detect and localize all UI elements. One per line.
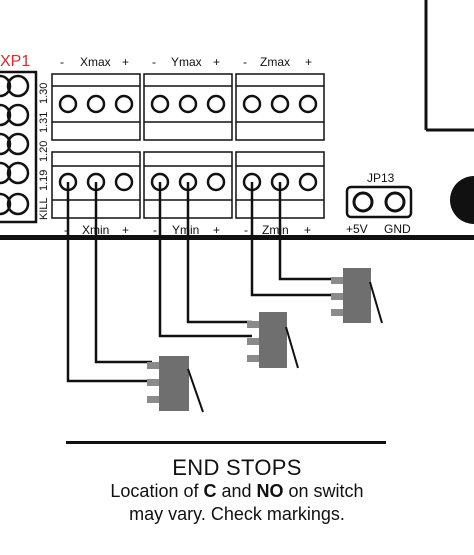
ymax-terminal-block: [143, 73, 233, 141]
min-labels: - Xmin + - Ymin + - Zmin +: [64, 223, 311, 237]
switch-pin: [247, 321, 259, 328]
switch-lever: [285, 326, 299, 369]
max-labels: - Xmax + - Ymax + - Zmax +: [60, 55, 312, 69]
zmin-wire-c: [250, 182, 336, 297]
ymin-endstop-switch: [247, 312, 299, 369]
xp1-pin-label: 1.30: [38, 83, 50, 104]
jp13-pin-gnd: GND: [384, 222, 411, 236]
xp1-connector: XP1 1.30 1.31 1.20 1.19 KILL: [0, 53, 50, 224]
switch-pin: [147, 362, 159, 369]
zmin-label: Zmin: [262, 223, 289, 237]
xp1-pin-label: 1.19: [38, 170, 50, 191]
xp1-pin-label: 1.20: [38, 141, 50, 162]
zmin-minus: -: [244, 223, 248, 237]
switch-body: [159, 356, 189, 411]
xp1-pin: [6, 74, 30, 98]
jp13-pin-5v: +5V: [346, 222, 368, 236]
ymin-minus: -: [153, 223, 157, 237]
xp1-pin-label: KILL: [38, 197, 50, 220]
xp1-pin: [0, 161, 12, 185]
xp1-pin: [0, 74, 12, 98]
wires: [66, 182, 336, 383]
caption-divider: [66, 441, 386, 444]
zmax-plus: +: [305, 55, 312, 69]
ymax-minus: -: [152, 55, 156, 69]
ymax-plus: +: [213, 55, 220, 69]
board-bottom-edge: [0, 235, 474, 240]
caption-title: END STOPS: [172, 455, 302, 480]
xmax-terminal-block: [51, 73, 141, 141]
xp1-pin: [0, 132, 12, 156]
ymin-label: Ymin: [172, 223, 199, 237]
jp13-label: JP13: [367, 171, 395, 185]
switch-pin: [147, 379, 159, 386]
xp1-pin: [6, 161, 30, 185]
caption-line-1: Location of C and NO on switch: [0, 481, 474, 502]
ymin-plus: +: [213, 223, 220, 237]
xmin-endstop-switch: [147, 356, 204, 413]
jp13-pin: [384, 191, 406, 213]
xp1-pin: [0, 192, 12, 216]
xp1-pin: [6, 192, 30, 216]
zmax-terminal-block: [235, 73, 325, 141]
caption-text: and: [216, 481, 257, 501]
xp1-pins: [0, 74, 30, 216]
caption-text: Location of: [110, 481, 204, 501]
xmin-wire-no: [94, 182, 152, 364]
jp13-jumper: JP13 +5V GND: [345, 171, 413, 236]
switch-pin: [331, 309, 343, 316]
board-outline: [424, 0, 474, 132]
zmax-label: Zmax: [260, 55, 290, 69]
caption-no-term: NO: [256, 481, 284, 501]
switch-pin: [247, 338, 259, 345]
switch-body: [343, 268, 371, 323]
ymax-label: Ymax: [171, 55, 202, 69]
switch-pin: [331, 293, 343, 300]
switch-pin: [247, 355, 259, 362]
xmax-minus: -: [60, 55, 64, 69]
zmin-wire-no: [278, 182, 336, 281]
max-terminal-blocks: [51, 73, 325, 141]
ymin-wire-c: [158, 182, 252, 338]
jp13-housing: [345, 185, 413, 219]
caption-line-2: may vary. Check markings.: [129, 504, 345, 524]
xp1-pin: [6, 132, 30, 156]
zmin-plus: +: [304, 223, 311, 237]
board-component-edge: [450, 176, 474, 224]
jp13-pin: [352, 191, 374, 213]
xmin-wire-c: [66, 182, 152, 383]
switch-lever: [187, 368, 204, 413]
switch-pin: [331, 277, 343, 284]
xmax-label: Xmax: [80, 55, 111, 69]
xp1-label: XP1: [0, 53, 30, 70]
xp1-pin: [0, 103, 12, 127]
zmax-minus: -: [243, 55, 247, 69]
switch-lever: [369, 281, 383, 324]
switch-pin: [147, 396, 159, 403]
xmin-minus: -: [64, 223, 68, 237]
zmin-endstop-switch: [331, 268, 383, 324]
switch-body: [259, 312, 287, 368]
xp1-housing: [0, 70, 38, 224]
xmin-plus: +: [122, 223, 129, 237]
ymin-wire-no: [186, 182, 252, 324]
xmax-plus: +: [122, 55, 129, 69]
caption-text: on switch: [283, 481, 364, 501]
xp1-pin-label: 1.31: [38, 112, 50, 133]
xp1-pin: [6, 103, 30, 127]
caption-c-term: C: [203, 481, 217, 501]
